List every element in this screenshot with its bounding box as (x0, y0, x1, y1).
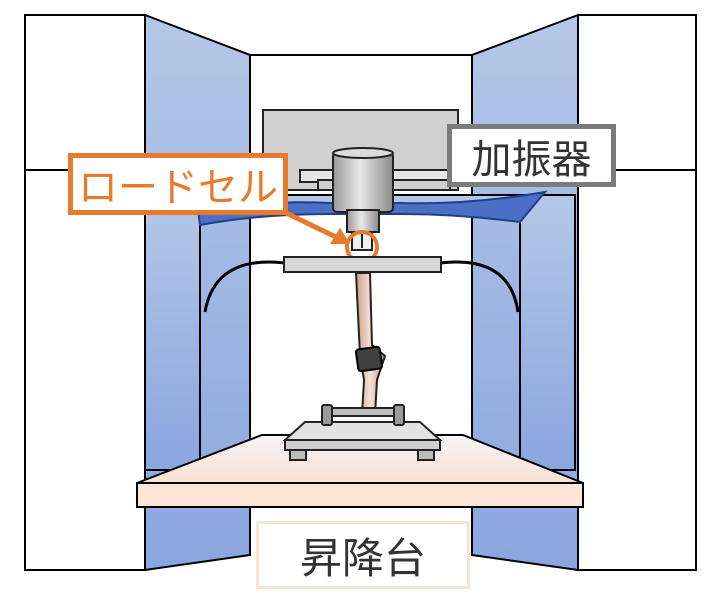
hanging-cable (203, 260, 520, 313)
connecting-rod (354, 272, 387, 416)
load-cell-pointer-arrow (278, 207, 350, 244)
right-pillar (577, 14, 697, 571)
load-cell-label: ロードセル (68, 153, 288, 215)
lift-table-front (136, 482, 584, 508)
exciter-label-text: 加振器 (471, 136, 592, 183)
lift-table-label: 昇降台 (256, 521, 470, 589)
crosshead-plate (283, 256, 442, 273)
lift-table-label-text: 昇降台 (299, 533, 426, 583)
load-cell-label-text: ロードセル (78, 165, 278, 211)
test-fixture (282, 404, 443, 461)
exciter-armature (332, 147, 394, 233)
left-pillar (24, 14, 146, 571)
exciter-label: 加振器 (447, 124, 616, 187)
